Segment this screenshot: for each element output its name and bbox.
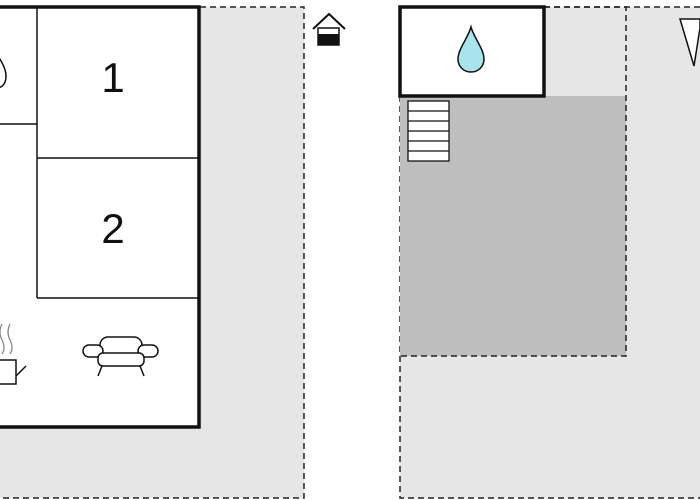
water-drop-icon xyxy=(457,24,485,73)
house-entrance-icon xyxy=(312,12,346,46)
pool-deck-outline xyxy=(400,6,627,357)
stairs-icon xyxy=(407,100,450,162)
room-2-label: 2 xyxy=(101,205,124,252)
left-terrace-outline xyxy=(0,6,305,499)
drop-icon xyxy=(0,57,7,89)
north-arrow-icon xyxy=(678,18,700,67)
coffee-cup-icon xyxy=(0,323,27,385)
room-1-label: 1 xyxy=(101,54,124,101)
armchair-icon xyxy=(82,336,159,377)
